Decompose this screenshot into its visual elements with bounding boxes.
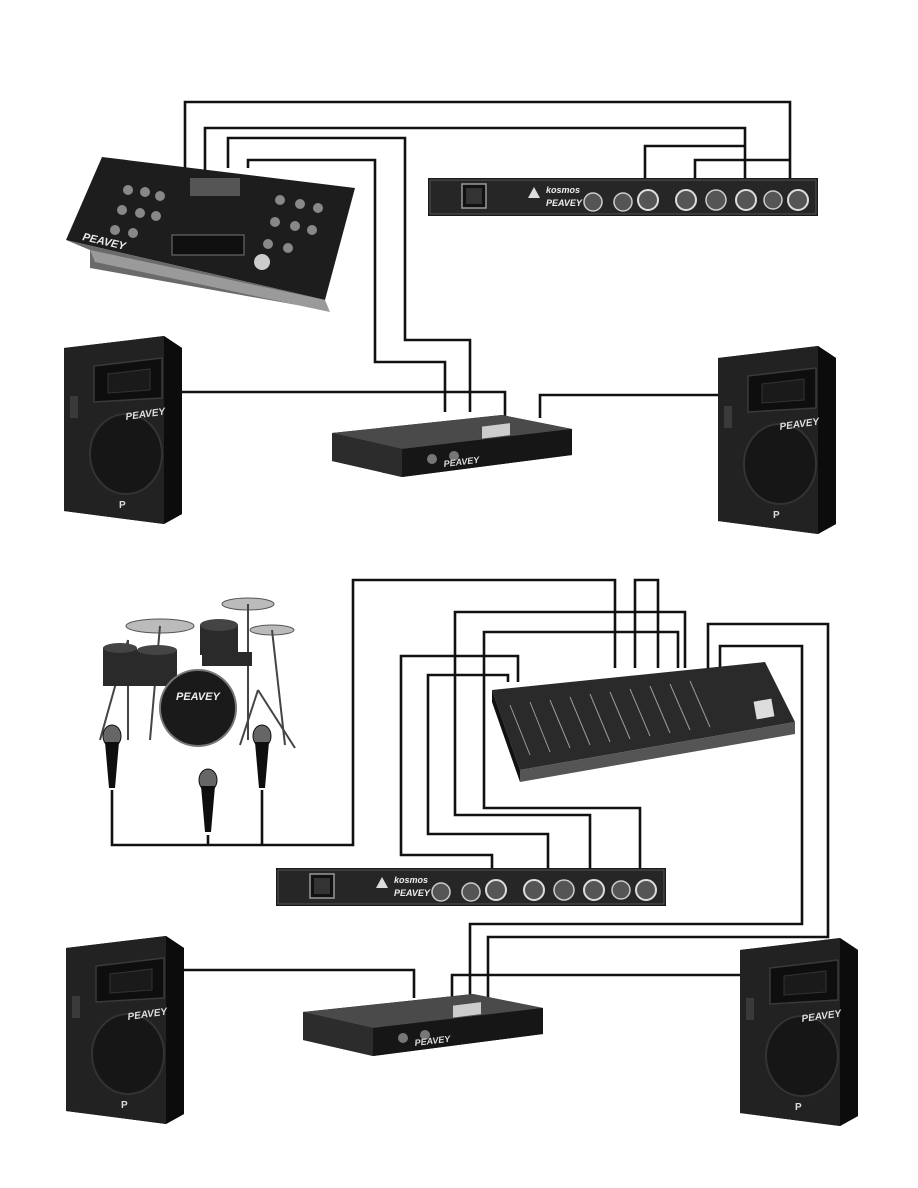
cable-console-to-amp-2 bbox=[468, 644, 804, 998]
kosmos-processor-top: kosmos PEAVEY bbox=[427, 177, 819, 217]
speaker-right-bottom: PEAVEY P bbox=[739, 937, 859, 1127]
cable-mics-to-console bbox=[110, 578, 617, 847]
cable-mixer-to-processor-1 bbox=[183, 100, 792, 190]
cable-mixer-to-amp-2 bbox=[246, 158, 447, 412]
cable-console-bus-1 bbox=[633, 578, 660, 668]
cable-processor-to-console-2 bbox=[426, 673, 550, 870]
drum-kit-brand: PEAVEY bbox=[176, 691, 221, 703]
speaker-right-top: PEAVEY P bbox=[717, 345, 837, 535]
cable-processor-to-console-1 bbox=[399, 654, 520, 870]
amp-top-brand: PEAVEY bbox=[443, 455, 481, 469]
cable-amp-to-right-speaker-bottom bbox=[450, 973, 745, 998]
dj-mixer: PEAVEY bbox=[66, 157, 355, 312]
cable-console-to-processor-1 bbox=[453, 610, 687, 870]
mixing-console bbox=[492, 662, 795, 782]
speaker-right-bottom-badge: P bbox=[795, 1102, 802, 1113]
cable-processor-jumper-1 bbox=[643, 144, 745, 190]
cable-console-to-processor-2 bbox=[482, 630, 680, 870]
microphone-left bbox=[102, 724, 122, 789]
cable-amp-to-right-speaker bbox=[538, 393, 728, 418]
cable-amp-to-left-speaker-bottom bbox=[184, 968, 416, 998]
power-amplifier-top: PEAVEY bbox=[332, 415, 572, 477]
processor-top-model: kosmos bbox=[546, 185, 580, 195]
speaker-left-top-badge: P bbox=[119, 500, 126, 511]
amp-bottom-brand: PEAVEY bbox=[414, 1034, 452, 1048]
speaker-right-top-badge: P bbox=[773, 510, 780, 521]
speaker-left-bottom: PEAVEY P bbox=[65, 935, 185, 1125]
microphone-center bbox=[198, 768, 218, 833]
speaker-left-bottom-badge: P bbox=[121, 1100, 128, 1111]
drum-kit: PEAVEY bbox=[99, 597, 296, 749]
kosmos-processor-bottom: kosmos PEAVEY bbox=[275, 867, 667, 907]
processor-bottom-model: kosmos bbox=[394, 875, 428, 885]
microphone-right bbox=[252, 724, 272, 789]
power-amplifier-bottom: PEAVEY bbox=[303, 994, 543, 1056]
cable-console-to-amp-1 bbox=[486, 622, 830, 998]
speaker-left-top: PEAVEY P bbox=[63, 335, 183, 525]
processor-bottom-brand: PEAVEY bbox=[394, 888, 431, 898]
processor-top-brand: PEAVEY bbox=[546, 198, 583, 208]
cable-amp-to-left-speaker bbox=[182, 390, 507, 418]
cable-mixer-to-amp-1 bbox=[226, 136, 472, 412]
